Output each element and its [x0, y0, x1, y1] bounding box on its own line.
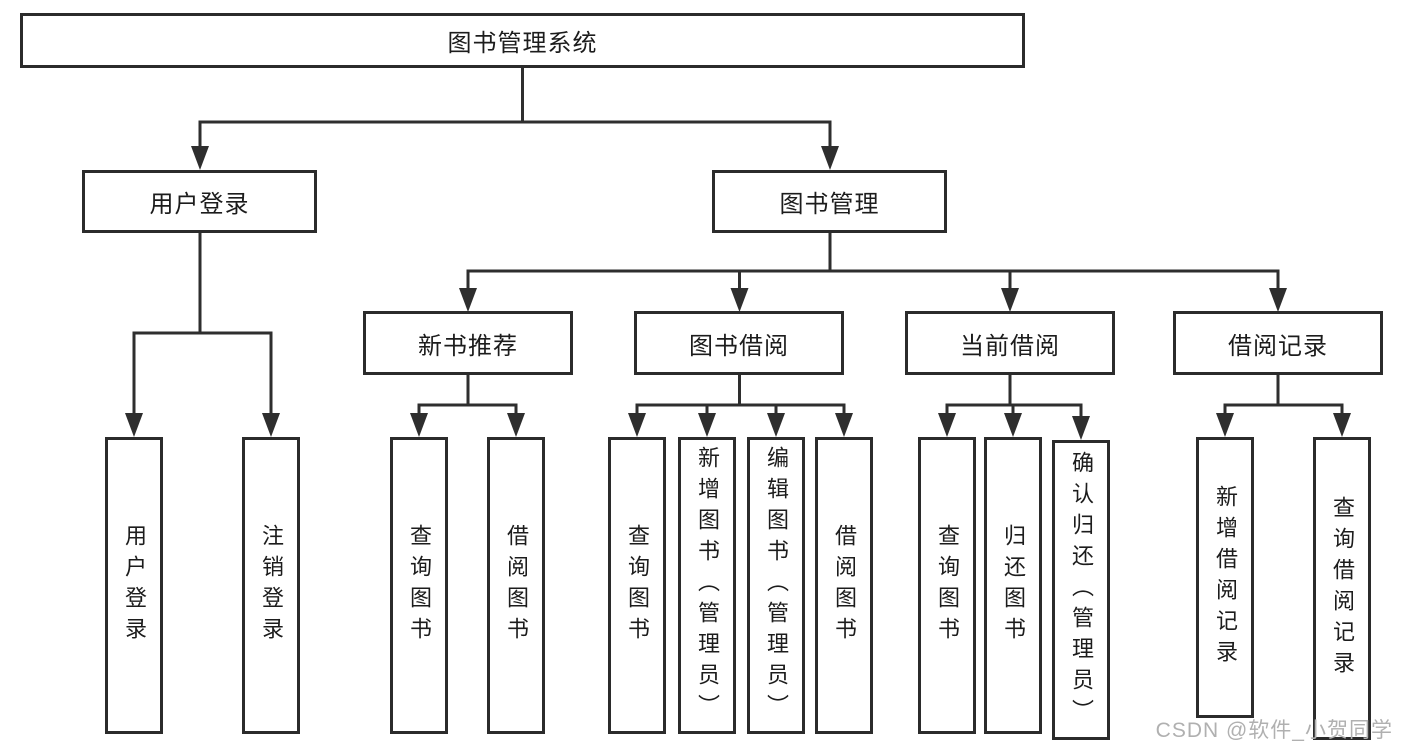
arrowhead-icon	[730, 288, 749, 312]
node-book-management: 图书管理	[712, 170, 947, 233]
arrowhead-icon	[507, 413, 525, 437]
arrowhead-icon	[125, 413, 143, 437]
node-add-borrow-record: 新增借阅记录	[1196, 437, 1254, 718]
arrowhead-icon	[938, 413, 956, 437]
node-add-book-admin: 新增图书（管理员）	[678, 437, 736, 734]
arrowhead-icon	[835, 413, 853, 437]
arrowhead-icon	[410, 413, 428, 437]
node-confirm-return-admin: 确认归还（管理员）	[1052, 440, 1110, 740]
node-return-book: 归还图书	[984, 437, 1042, 734]
arrowhead-icon	[1216, 413, 1234, 437]
node-borrow-record: 借阅记录	[1173, 311, 1383, 375]
node-book-borrow: 图书借阅	[634, 311, 844, 375]
node-borrow-book-1: 借阅图书	[487, 437, 545, 734]
node-query-book-2: 查询图书	[608, 437, 666, 734]
node-borrow-book-2: 借阅图书	[815, 437, 873, 734]
arrowhead-icon	[698, 413, 716, 437]
node-new-book-recommend: 新书推荐	[363, 311, 573, 375]
node-query-borrow-record: 查询借阅记录	[1313, 437, 1371, 740]
arrowhead-icon	[262, 413, 280, 437]
node-query-book-3: 查询图书	[918, 437, 976, 734]
node-logout: 注销登录	[242, 437, 300, 734]
arrowhead-icon	[767, 413, 785, 437]
arrowhead-icon	[1001, 288, 1019, 312]
arrowhead-icon	[1269, 288, 1287, 312]
node-current-borrow: 当前借阅	[905, 311, 1115, 375]
watermark: CSDN @软件_小贺同学	[1155, 719, 1393, 742]
arrowhead-icon	[1333, 413, 1351, 437]
node-library-management-system: 图书管理系统	[20, 13, 1025, 68]
node-edit-book-admin: 编辑图书（管理员）	[747, 437, 805, 734]
node-query-book-1: 查询图书	[390, 437, 448, 734]
arrowhead-icon	[1072, 416, 1090, 440]
arrowhead-icon	[191, 146, 209, 170]
arrowhead-icon	[1004, 413, 1022, 437]
arrowhead-icon	[821, 146, 839, 170]
arrowhead-icon	[628, 413, 646, 437]
node-user-login: 用户登录	[82, 170, 317, 233]
node-user-login-leaf: 用户登录	[105, 437, 163, 734]
arrowhead-icon	[459, 288, 477, 312]
